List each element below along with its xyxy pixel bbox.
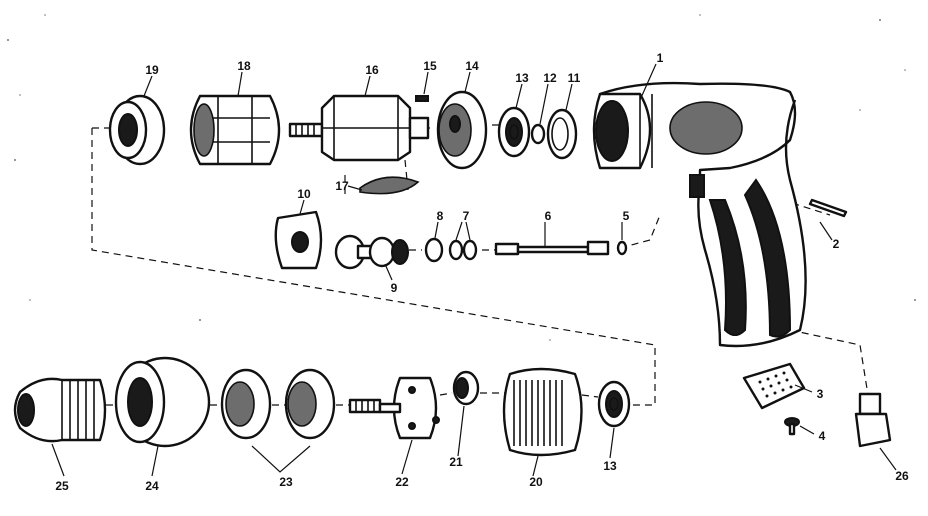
part-15-key: [415, 95, 429, 102]
callout-14: 14: [465, 59, 479, 73]
callout-numbers: 1 2 3 4 5 6 7 8 9 10 11 12 13 13 14 15 1…: [55, 51, 909, 493]
callout-13-bottom: 13: [603, 459, 617, 473]
part-10-throttle: [274, 210, 323, 270]
part-18-sleeve: [189, 94, 281, 166]
scan-noise: [7, 14, 916, 341]
part-11-washer: [546, 108, 578, 160]
callout-19: 19: [145, 63, 159, 77]
part-19-end-nut: [108, 94, 166, 166]
callout-26: 26: [895, 469, 909, 483]
callout-24: 24: [145, 479, 159, 493]
part-7-o-rings: [448, 239, 478, 261]
callout-25: 25: [55, 479, 69, 493]
part-23-carrier-a: [220, 368, 272, 440]
callout-3: 3: [817, 387, 824, 401]
part-1-housing: [592, 81, 807, 348]
callout-20: 20: [529, 475, 543, 489]
callout-13-top: 13: [515, 71, 529, 85]
part-24-ring-gear: [114, 356, 211, 448]
part-26-inlet: [854, 392, 892, 448]
part-25-chuck: [13, 377, 107, 443]
callout-22: 22: [395, 475, 409, 489]
part-8-o-ring: [424, 237, 444, 263]
part-21-pinion: [452, 370, 480, 406]
part-3-plate: [742, 362, 806, 410]
part-12-o-ring: [530, 123, 546, 145]
part-5-ring: [616, 240, 628, 256]
leader-lines: [51, 63, 897, 477]
part-14-end-plate: [436, 90, 488, 170]
callout-4: 4: [819, 429, 826, 443]
callout-6: 6: [545, 209, 552, 223]
callout-2: 2: [833, 237, 840, 251]
callout-18: 18: [237, 59, 251, 73]
part-13-bearing-bottom: [597, 380, 631, 428]
callout-7: 7: [463, 209, 470, 223]
part-4-screw: [784, 417, 800, 436]
part-13-bearing-top: [497, 106, 531, 158]
callout-21: 21: [449, 455, 463, 469]
callout-9: 9: [391, 281, 398, 295]
part-2-pin: [808, 198, 848, 218]
callout-8: 8: [437, 209, 444, 223]
callout-10: 10: [297, 187, 311, 201]
part-9-valve: [334, 234, 409, 270]
part-16-rotor: [288, 94, 430, 162]
callout-23: 23: [279, 475, 293, 489]
part-17-vane: [359, 176, 420, 195]
callout-17: 17: [335, 179, 349, 193]
callout-16: 16: [365, 63, 379, 77]
callout-1: 1: [657, 51, 664, 65]
callout-12: 12: [543, 71, 557, 85]
callout-5: 5: [623, 209, 630, 223]
part-23-carrier-b: [284, 368, 336, 440]
part-6-valve-stem: [494, 240, 610, 256]
part-22-spindle: [348, 376, 440, 440]
callout-11: 11: [568, 71, 581, 85]
callout-15: 15: [423, 59, 437, 73]
part-20-gear-case: [502, 367, 583, 457]
